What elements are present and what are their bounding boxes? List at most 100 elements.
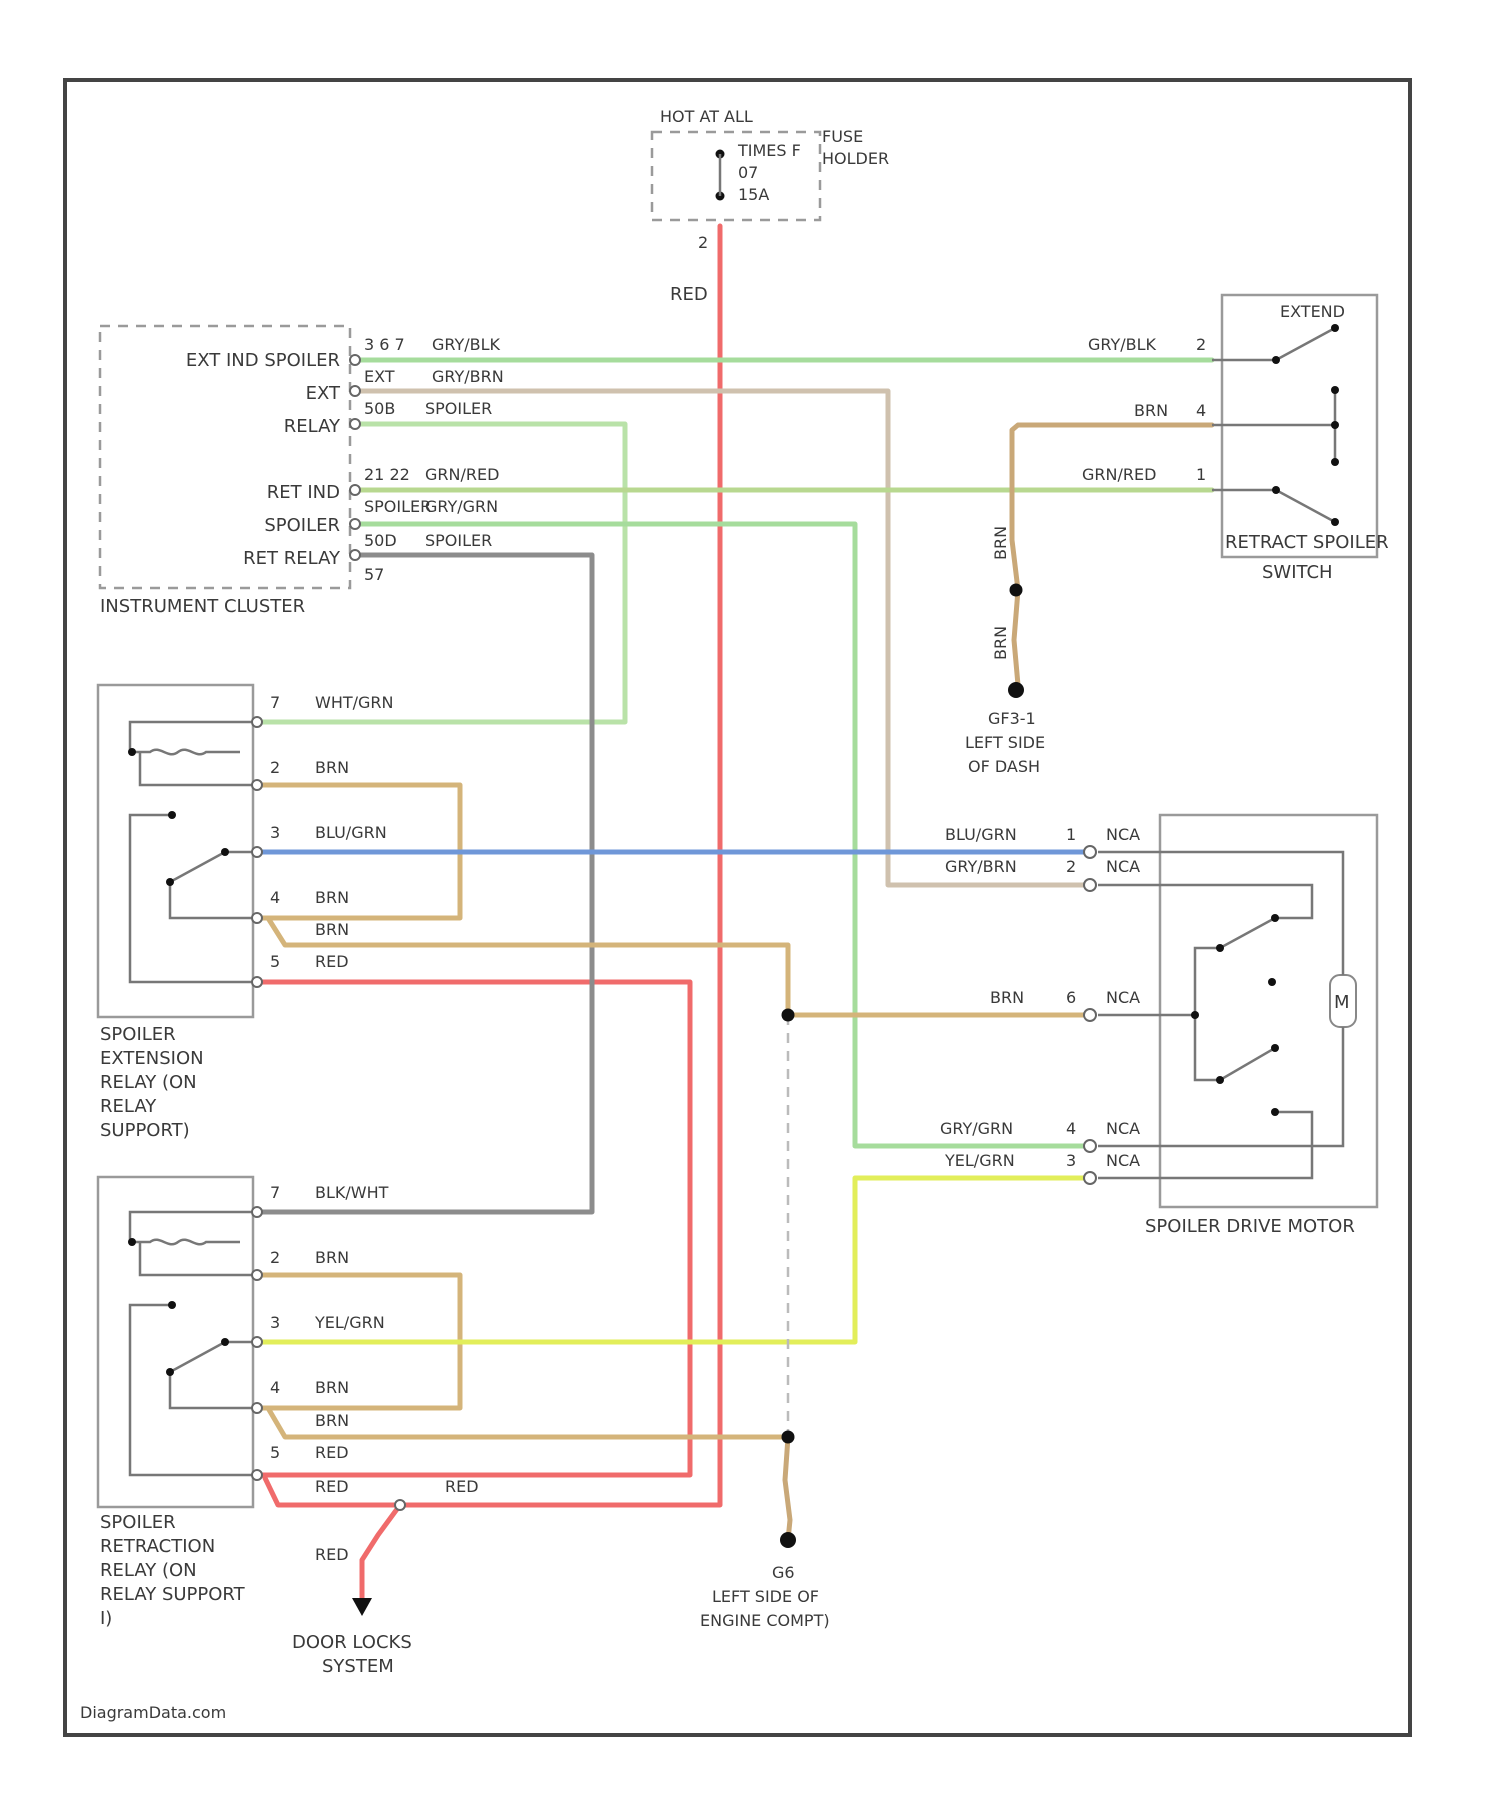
motor-contact: [1271, 1108, 1279, 1116]
ext-relay-wire: RED: [315, 952, 349, 971]
switch-contact: [1331, 421, 1339, 429]
fuse-block-label-2: 07: [738, 163, 758, 182]
fuse-hot-label: HOT AT ALL: [660, 107, 753, 126]
switch-internal-line: [1212, 490, 1335, 522]
fuse-holder: HOT AT ALL TIMES F 07 15A FUSE HOLDER 2: [652, 107, 889, 252]
ret-relay-wire: BRN: [315, 1411, 349, 1430]
splice-red-doorlocks: [395, 1500, 405, 1510]
motor-contact: [1216, 1076, 1224, 1084]
door-locks-line2: SYSTEM: [322, 1656, 394, 1677]
ext-relay-terminal: [252, 913, 262, 923]
retract-spoiler-switch: EXTEND RETRACT SPOILER SWITCH GRY/BLK 2 …: [1082, 295, 1389, 583]
motor-wire-label: YEL/GRN: [944, 1151, 1015, 1170]
ext-relay-pin: 2: [270, 758, 280, 777]
motor-terminal: [1084, 1140, 1096, 1152]
motor-wire-pin: 3: [1066, 1151, 1076, 1170]
fuse-block-label-1: TIMES F: [737, 141, 801, 160]
spoiler-drive-motor: SPOILER DRIVE MOTOR M BLU/GRN GRY/BRN BR…: [940, 815, 1377, 1237]
ground-gf3-wire-bottom: BRN: [991, 626, 1010, 660]
ext-relay-title: RELAY (ON: [100, 1072, 197, 1093]
motor-connector: NCA: [1106, 1151, 1140, 1170]
ret-relay-wire: BLK/WHT: [315, 1183, 389, 1202]
motor-wire-label: GRY/BRN: [945, 857, 1017, 876]
motor-connector: NCA: [1106, 1119, 1140, 1138]
spoiler-retraction-relay: SPOILER RETRACTION RELAY (ON RELAY SUPPO…: [98, 1177, 479, 1629]
cluster-pin-terminal: [350, 519, 360, 529]
ret-relay-title: RETRACTION: [100, 1536, 215, 1557]
motor-internal: [1098, 885, 1312, 1080]
door-locks-line1: DOOR LOCKS: [292, 1632, 412, 1653]
switch-contact: [1331, 458, 1339, 466]
cluster-row-wire: GRY/BLK: [432, 335, 501, 354]
ground-gf3-line1: GF3-1: [988, 709, 1036, 728]
switch-wire-label: BRN: [1134, 401, 1168, 420]
ground-g6-line2: LEFT SIDE OF: [712, 1587, 819, 1606]
motor-contact: [1271, 914, 1279, 922]
switch-contact: [1272, 356, 1280, 364]
ext-relay-contact: [221, 848, 229, 856]
switch-wire-label: GRY/BLK: [1088, 335, 1157, 354]
ext-relay-contact: [168, 811, 176, 819]
cluster-row-name: EXT: [306, 383, 341, 404]
cluster-row-pin: 57: [364, 565, 384, 584]
fuse-holder-label-1: FUSE: [822, 127, 863, 146]
cluster-row-pin: SPOILER: [364, 497, 431, 516]
cluster-row-wire: GRY/GRN: [425, 497, 498, 516]
ground-gf3-line2: LEFT SIDE: [965, 733, 1045, 752]
cluster-row-name: EXT IND SPOILER: [186, 350, 340, 371]
switch-wire-pin: 4: [1196, 401, 1206, 420]
ret-relay-wire: BRN: [315, 1248, 349, 1267]
cluster-pin-terminal: [350, 386, 360, 396]
ret-relay-wire: BRN: [315, 1378, 349, 1397]
ext-relay-terminal: [252, 717, 262, 727]
motor-wire-pin: 2: [1066, 857, 1076, 876]
ext-relay-wire: BRN: [315, 888, 349, 907]
ext-relay-title: EXTENSION: [100, 1048, 204, 1069]
ext-relay-internal: [130, 815, 253, 982]
motor-title: SPOILER DRIVE MOTOR: [1145, 1216, 1355, 1237]
ret-relay-internal: [170, 1342, 253, 1408]
ext-relay-wire: BRN: [315, 758, 349, 777]
cluster-row-name: SPOILER: [264, 515, 340, 536]
motor-connector: NCA: [1106, 857, 1140, 876]
cluster-row-pin: 3 6 7: [364, 335, 405, 354]
ret-relay-contact: [166, 1368, 174, 1376]
cluster-pin-terminal: [350, 419, 360, 429]
switch-extend-label: EXTEND: [1280, 302, 1345, 321]
ground-g6-line1: G6: [772, 1563, 795, 1582]
watermark: DiagramData.com: [80, 1703, 226, 1722]
ext-relay-wire: BLU/GRN: [315, 823, 387, 842]
ret-relay-title: I): [100, 1608, 112, 1629]
cluster-row-pin: 50D: [364, 531, 397, 550]
motor-wire-pin: 1: [1066, 825, 1076, 844]
splice-switch-ground: [1010, 584, 1023, 597]
cluster-row-pin: 21 22: [364, 465, 410, 484]
ext-relay-pin: 5: [270, 952, 280, 971]
switch-contact: [1331, 518, 1339, 526]
motor-wire-label: BLU/GRN: [945, 825, 1017, 844]
ext-relay-contact: [128, 748, 136, 756]
ground-gf3-line3: OF DASH: [968, 757, 1040, 776]
ret-relay-title: RELAY (ON: [100, 1560, 197, 1581]
ext-relay-terminal: [252, 780, 262, 790]
ret-relay-red-splice-label: RED: [445, 1477, 479, 1496]
ret-relay-wire: RED: [315, 1443, 349, 1462]
cluster-row-name: RELAY: [284, 416, 341, 437]
ext-relay-wire: BRN: [315, 920, 349, 939]
switch-internal-line: [1212, 328, 1335, 360]
splice-brn-upper: [782, 1009, 795, 1022]
ret-relay-internal: [130, 1305, 253, 1475]
ext-relay-terminal: [252, 977, 262, 987]
ret-relay-coil: [130, 1212, 253, 1244]
door-locks-wire: RED: [315, 1545, 349, 1564]
ext-relay-title: SUPPORT): [100, 1120, 190, 1141]
spoiler-extension-relay: SPOILER EXTENSION RELAY (ON RELAY SUPPOR…: [98, 685, 394, 1141]
cluster-title: INSTRUMENT CLUSTER: [100, 596, 305, 617]
ret-relay-terminal: [252, 1470, 262, 1480]
wire-ret-relay-gray: [262, 555, 592, 1212]
switch-title-1: RETRACT SPOILER: [1225, 532, 1389, 553]
cluster-row-wire: GRY/BRN: [432, 367, 504, 386]
wire-yel-grn: [262, 1178, 1085, 1342]
ret-relay-contact: [221, 1338, 229, 1346]
fuse-pin: 2: [698, 233, 708, 252]
